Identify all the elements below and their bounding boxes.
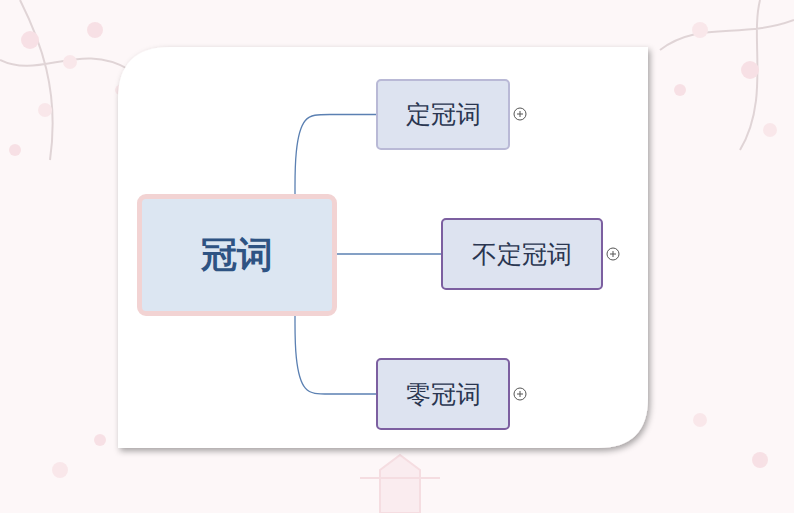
branch-connector (337, 253, 441, 254)
central-topic: 冠词 (137, 194, 337, 316)
branch-connector (295, 316, 376, 394)
subtopic-box: 零冠词 (376, 358, 510, 430)
card (118, 47, 648, 448)
node-label: 不定冠词 (472, 238, 572, 271)
node-label: 冠词 (201, 231, 273, 280)
node-label: 定冠词 (406, 98, 481, 131)
node-label: 零冠词 (406, 378, 481, 411)
branch-connector (295, 115, 376, 195)
subtopic-box: 定冠词 (376, 79, 510, 150)
subtopic-box: 不定冠词 (441, 218, 603, 290)
